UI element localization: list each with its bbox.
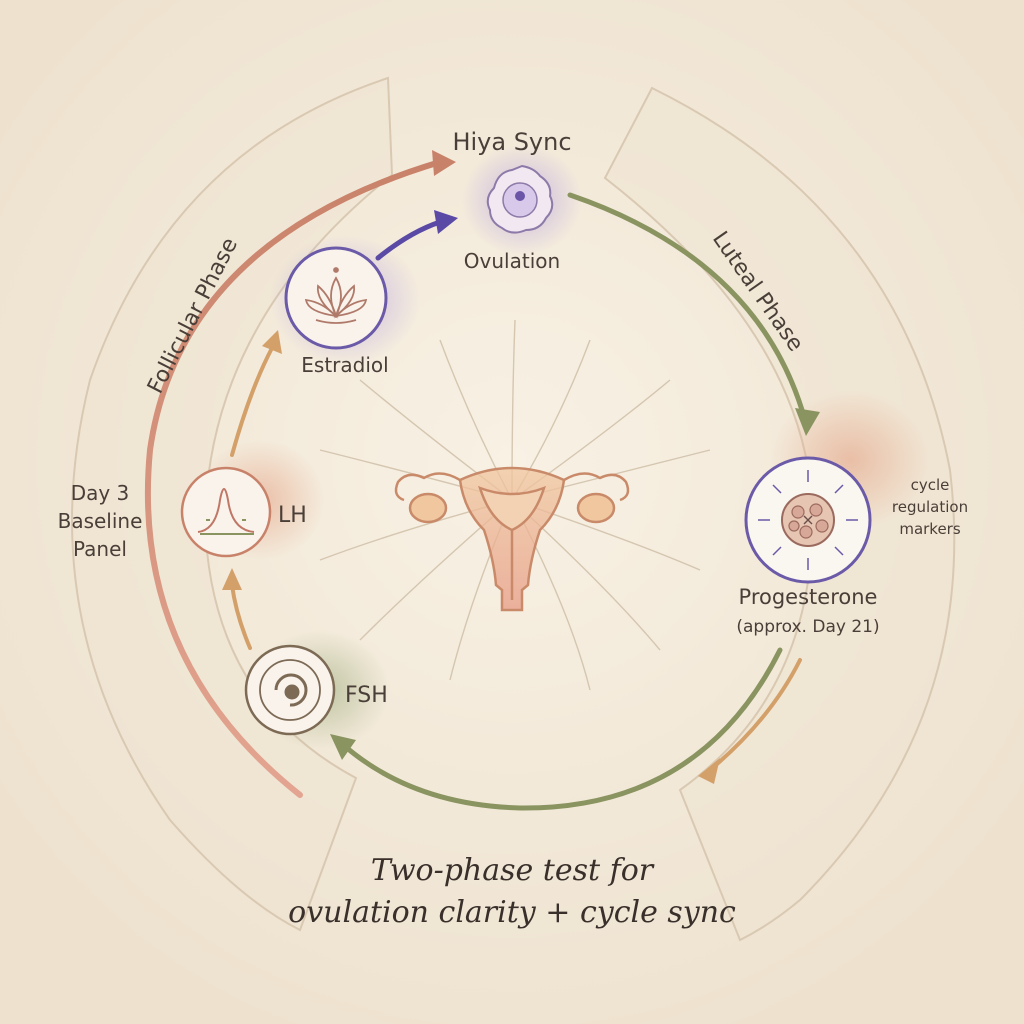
estradiol-label: Estradiol — [301, 353, 388, 377]
fsh-to-lh-arrow — [230, 583, 252, 650]
baseline-panel-line-2: Baseline — [58, 509, 143, 533]
estradiol-circle — [284, 246, 388, 350]
caption-line-1: Two-phase test for — [371, 853, 655, 888]
top-label: Hiya Sync — [452, 128, 571, 156]
estradiol-to-ovulation-arrowhead — [434, 210, 458, 234]
follicular-arrowhead — [432, 150, 456, 176]
estradiol-node — [284, 246, 388, 350]
side-note-line-3: markers — [899, 520, 961, 538]
estradiol-to-ovulation-arrow — [375, 219, 443, 261]
progesterone-secondary-arrow — [708, 658, 802, 772]
corpus-luteum-icon — [758, 470, 858, 570]
uterus-icon — [394, 466, 630, 612]
luteal-arrowhead-top — [795, 408, 820, 436]
lotus-icon — [304, 267, 368, 324]
fsh-to-lh-arrowhead — [222, 568, 242, 590]
baseline-panel-line-3: Panel — [73, 537, 127, 561]
side-note-line-2: regulation — [892, 498, 968, 516]
luteal-arrowhead-bottom — [330, 734, 356, 760]
progesterone-node — [744, 456, 872, 584]
follicle-icon — [259, 659, 321, 721]
luteal-arc-bottom — [337, 647, 783, 811]
lh-node — [180, 466, 272, 558]
progesterone-label: Progesterone — [739, 585, 878, 609]
fsh-node — [244, 644, 336, 736]
peak-curve-icon — [197, 488, 255, 535]
follicular-arc — [144, 159, 443, 798]
side-note-line-1: cycle — [911, 476, 950, 494]
lh-circle — [180, 466, 272, 558]
ovulation-label: Ovulation — [464, 249, 560, 273]
lh-to-estradiol-arrowhead — [262, 330, 282, 354]
lh-label: LH — [278, 503, 307, 528]
progesterone-sublabel: (approx. Day 21) — [736, 617, 879, 637]
caption-line-2: ovulation clarity + cycle sync — [288, 895, 736, 930]
ovulation-node — [486, 164, 554, 234]
lh-to-estradiol-arrow — [230, 346, 274, 457]
ovum-nucleus — [515, 191, 525, 201]
luteal-arc-top — [567, 192, 808, 423]
baseline-panel-line-1: Day 3 — [71, 481, 130, 505]
fsh-label: FSH — [345, 683, 388, 708]
progesterone-secondary-arrowhead — [698, 758, 720, 784]
